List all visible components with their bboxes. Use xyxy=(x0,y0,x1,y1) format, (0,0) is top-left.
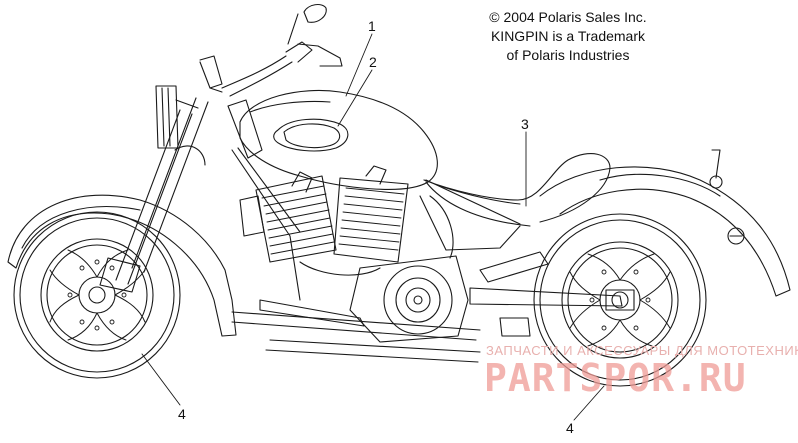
callout-label-1: 1 xyxy=(368,18,376,34)
rear-wheel xyxy=(533,213,707,387)
swingarm xyxy=(469,251,623,337)
front-wheel xyxy=(13,211,181,379)
watermark-brand: PARTSPOR.RU xyxy=(484,356,747,400)
exhaust-pipes xyxy=(231,299,481,363)
watermark-tagline: ЗАПЧАСТИ И АКСЕССУАРЫ ДЛЯ МОТОТЕХНИКИ xyxy=(486,343,798,358)
copyright-line-2: KINGPIN is a Trademark xyxy=(490,28,646,44)
v-twin-engine xyxy=(239,165,469,343)
front-fender xyxy=(7,194,237,337)
callout-label-4-rear: 4 xyxy=(566,420,574,436)
rear-fender xyxy=(539,149,791,297)
callout-label-2: 2 xyxy=(369,54,377,70)
handlebars xyxy=(199,3,343,97)
fuel-tank xyxy=(239,89,438,190)
seat xyxy=(423,153,611,223)
headlight xyxy=(155,85,199,149)
copyright-line-1: © 2004 Polaris Sales Inc. xyxy=(489,9,647,25)
callout-label-4-front: 4 xyxy=(178,406,186,422)
copyright-notice: © 2004 Polaris Sales Inc. KINGPIN is a T… xyxy=(488,8,648,65)
frame-panel xyxy=(227,99,531,301)
front-forks xyxy=(99,97,209,293)
copyright-line-3: of Polaris Industries xyxy=(506,47,630,63)
callout-label-3: 3 xyxy=(521,116,529,132)
callout-leaders xyxy=(141,33,605,421)
